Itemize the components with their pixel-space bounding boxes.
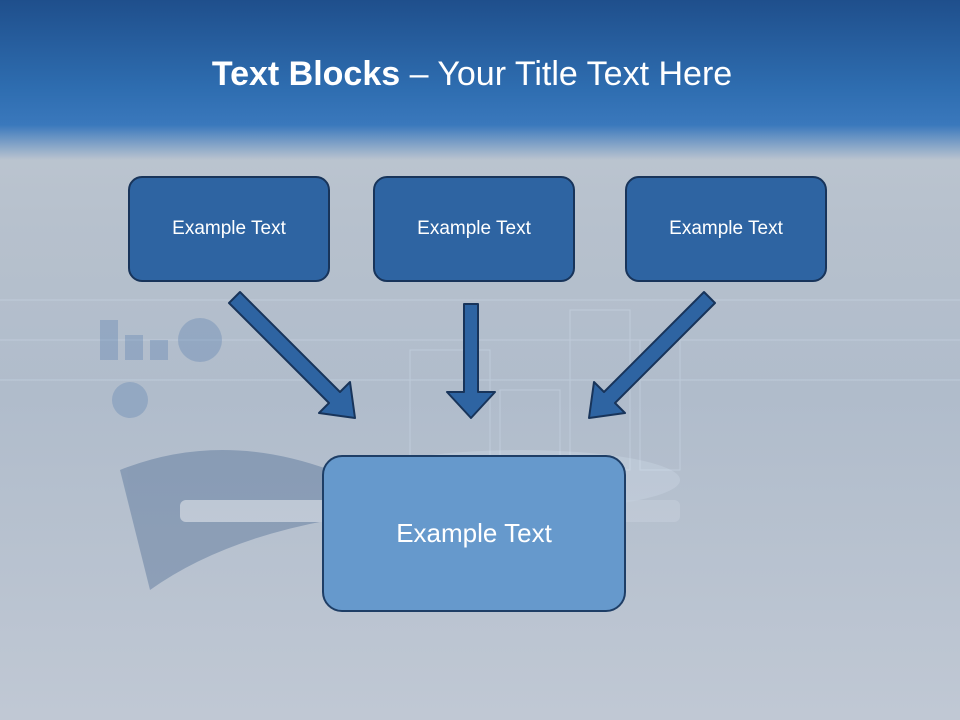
title-dash: –	[400, 55, 438, 93]
text-block-3-label: Example Text	[669, 218, 783, 239]
text-block-main-label: Example Text	[396, 518, 552, 548]
arrow-right	[588, 291, 716, 419]
text-block-3[interactable]: Example Text	[625, 176, 827, 282]
arrow-left	[228, 291, 356, 419]
text-block-2[interactable]: Example Text	[373, 176, 575, 282]
text-block-1-label: Example Text	[172, 218, 286, 239]
slide-title: Text Blocks – Your Title Text Here	[0, 52, 944, 96]
title-bold: Text Blocks	[211, 55, 401, 93]
arrow-center	[446, 303, 496, 419]
text-block-1[interactable]: Example Text	[128, 176, 330, 282]
title-rest: Your Title Text Here	[437, 55, 733, 93]
header-band	[0, 0, 960, 160]
text-block-main[interactable]: Example Text	[322, 455, 626, 612]
text-block-2-label: Example Text	[417, 218, 531, 239]
